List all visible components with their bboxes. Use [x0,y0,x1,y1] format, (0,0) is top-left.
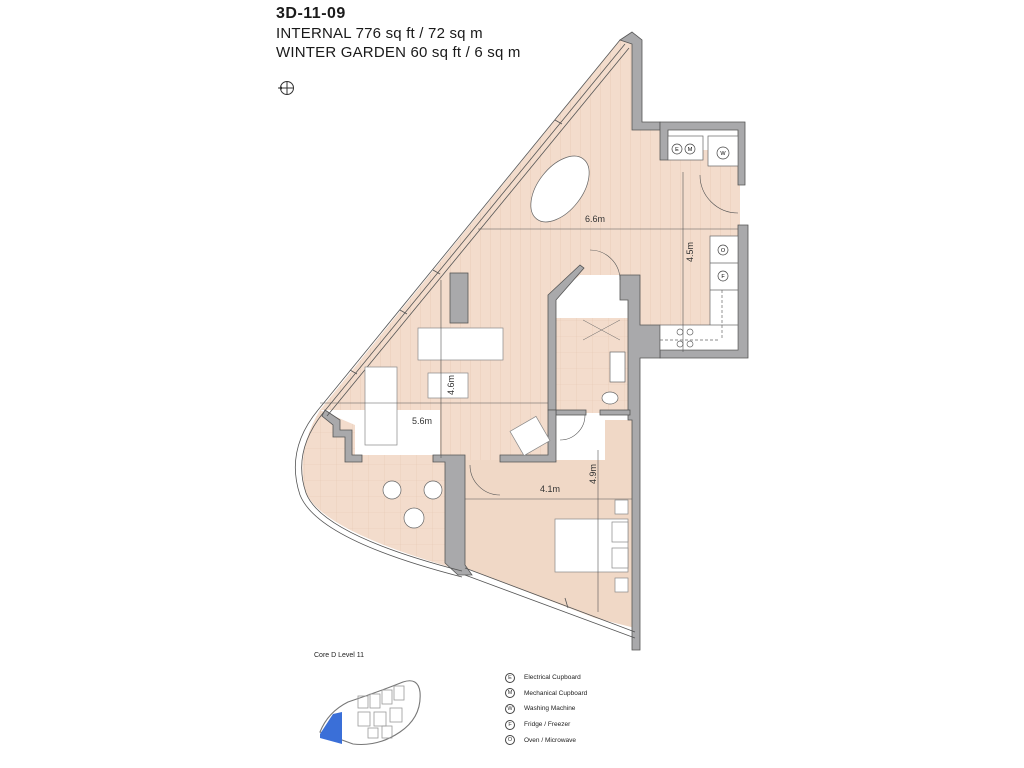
legend: E Electrical Cupboard M Mechanical Cupbo… [505,670,587,748]
north-arrow-icon [278,81,294,95]
appliance-markers: E M W O F [671,143,730,282]
legend-item: O Oven / Microwave [505,732,587,748]
armchair-sofa [364,366,398,446]
legend-item: W Washing Machine [505,701,587,717]
svg-text:W: W [720,151,726,157]
fridge-marker: F [717,270,729,282]
dimension-lines [320,172,738,612]
bedside-table [614,577,629,593]
legend-item: F Fridge / Freezer [505,717,587,733]
coffee-table [427,372,469,399]
dim-4-5: 4.5m [685,242,695,262]
toilet [601,391,619,405]
washing-machine-marker: W [716,146,730,160]
electrical-icon: E [505,672,515,683]
svg-text:O: O [721,248,726,254]
winter-garden-furniture [382,480,443,529]
winter-garden-area: WINTER GARDEN 60 sq ft / 6 sq m [276,44,521,61]
svg-text:E: E [675,147,679,153]
unit-id: 3D-11-09 [276,5,346,22]
fridge-icon: F [505,719,515,730]
walls [321,31,749,651]
sofa [417,327,504,361]
washing-machine-icon: W [505,703,515,714]
dim-4-1: 4.1m [540,484,560,494]
svg-text:F: F [721,274,725,280]
living-furniture [364,327,551,457]
dimension-labels: 6.6m 4.5m 5.6m 4.6m 4.1m 4.9m [412,214,695,494]
electrical-marker: E [671,143,683,155]
dining-table [530,155,590,223]
dim-5-6: 5.6m [412,416,432,426]
basin [609,351,626,383]
mechanical-icon: M [505,688,515,699]
oven-icon: O [505,735,515,746]
lounge-chair [509,415,551,457]
unit-header: 3D-11-09 INTERNAL 776 sq ft / 72 sq m WI… [276,4,521,62]
legend-item: E Electrical Cupboard [505,670,587,686]
unit-highlight [320,712,342,744]
dim-4-6: 4.6m [446,375,456,395]
keyplan-label: Core D Level 11 [314,652,365,659]
dim-4-9: 4.9m [588,464,598,484]
bedroom-floor [465,420,635,628]
oven-marker: O [717,244,729,256]
svg-text:M: M [688,147,693,153]
bedroom-furniture [554,499,629,593]
internal-area: INTERNAL 776 sq ft / 72 sq m [276,25,483,42]
bathroom-fittings [582,319,626,405]
winter-garden-floor [302,410,460,570]
mechanical-marker: M [684,143,696,155]
keyplan-map [319,680,421,746]
bedside-table [614,499,629,515]
legend-item: M Mechanical Cupboard [505,686,587,702]
exterior-glazing [294,39,636,639]
dim-6-6: 6.6m [585,214,605,224]
door-swings [469,174,739,496]
